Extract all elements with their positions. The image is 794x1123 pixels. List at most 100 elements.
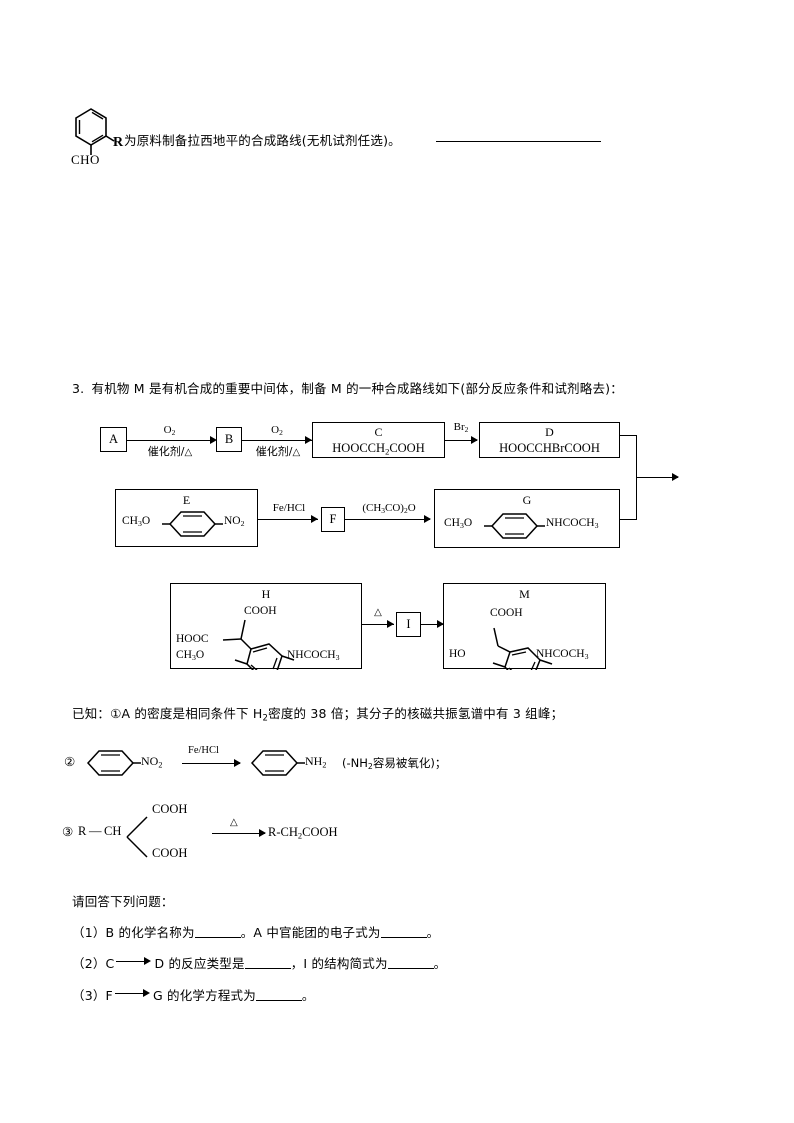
known-item-3-reagent: △ (230, 817, 238, 828)
arrow-e-to-f-above: Fe/HCl (258, 502, 320, 514)
scheme-box-I-letter: I (406, 617, 411, 631)
benzene-ring-cho-icon (75, 108, 115, 155)
question-2-blank-1[interactable] (244, 968, 291, 969)
question-1-mid: 。A 中官能团的电子式为 (240, 925, 381, 940)
arrow-c-to-d-head (471, 436, 478, 444)
known-item-1-sub: 2 (262, 713, 269, 724)
scheme-box-H-left-group: HOOC (176, 633, 209, 645)
arrow-a-to-b-below: 催化剂/△ (123, 443, 217, 459)
known-item-2-note: (-NH2容易被氧化)； (342, 756, 447, 772)
arrow-c-to-d-line (445, 440, 477, 441)
question-2-arrow (114, 957, 154, 968)
question-3-blank-1[interactable] (255, 1000, 302, 1001)
known-item-2-left-group: NO2 (141, 754, 163, 770)
scheme-box-M-top-group: COOH (490, 607, 523, 619)
benzene-ring-G-icon (484, 513, 545, 539)
question-2-blank-2[interactable] (387, 968, 434, 969)
scheme-box-C-letter: C (374, 425, 383, 439)
question3-stem-wrap: 3. 有机物 M 是有机合成的重要中间体，制备 M 的一种合成路线如下(部分反应… (72, 378, 623, 397)
arrow-a-to-b-head (210, 436, 217, 444)
arrow-e-to-f-line (258, 519, 318, 520)
merge-out-arrow-head (672, 473, 679, 481)
known-item-3-dash: — (89, 824, 102, 838)
scheme-box-M-letter: M (519, 587, 530, 601)
reagent-o2-2: O2 (271, 424, 283, 438)
scheme-box-A: A (100, 427, 127, 452)
scheme-box-E-left-group: CH3O (122, 515, 151, 529)
question-3-arrowto: G 的化学方程式为 (152, 988, 256, 1003)
scheme-box-I: I (396, 612, 421, 637)
scheme-box-C: C HOOCCH2COOH (312, 422, 445, 458)
scheme-box-D-letter: D (545, 425, 554, 439)
question-3-suffix: 。 (301, 988, 315, 1003)
top-line-answer-blank[interactable] (436, 129, 601, 142)
benzene-ring-nitro-icon (86, 750, 141, 776)
scheme-box-D-formula: HOOCCHBrCOOH (499, 441, 600, 455)
question-3: （3）F G 的化学方程式为 。 (72, 985, 315, 1004)
scheme-box-A-letter: A (108, 432, 119, 446)
scheme-box-H: H COOH HOOC CH3O NHCOCH3 (170, 583, 362, 670)
top-structure-r-label: R (113, 135, 124, 150)
arrow-b-to-c-above: O2 (242, 424, 312, 437)
question-1-suffix: 。 (426, 925, 440, 940)
arrow-f-to-g-line (345, 519, 430, 520)
scheme-box-F-letter: F (329, 512, 337, 526)
scheme-box-G-letter: G (522, 493, 532, 507)
question3-stem: 有机物 M 是有机合成的重要中间体，制备 M 的一种合成路线如下(部分反应条件和… (91, 381, 623, 396)
scheme-box-G-left-group: CH3O (444, 517, 473, 531)
scheme-box-M-ring-left: HO (449, 648, 466, 660)
scheme-box-H-top-group: COOH (244, 605, 277, 617)
scheme-box-M: M COOH HO NHCOCH3 (443, 583, 606, 670)
reagent-br2: Br2 (453, 421, 469, 435)
arrow-i-to-m-head (437, 620, 444, 628)
top-structure: R CHO (66, 100, 128, 172)
known-item-2-arrow-head (234, 759, 241, 767)
known-item-2-marker: ② (64, 754, 76, 769)
scheme-box-B: B (216, 427, 242, 452)
question3-number: 3. (72, 381, 85, 396)
question-3-prefix: （3）F (72, 988, 113, 1003)
arrow-h-to-i-head (387, 620, 394, 628)
scheme-box-E-letter: E (182, 493, 191, 507)
top-line-text: 为原料制备拉西地平的合成路线(无机试剂任选)。 (124, 133, 401, 148)
scheme-box-E-right-group: NO2 (224, 515, 245, 529)
scheme-box-M-ring-right: NHCOCH3 (536, 648, 589, 662)
scheme-box-E: E CH3O NO2 (115, 489, 258, 547)
known-item-3-arrow-head (259, 829, 266, 837)
reagent-fe-hcl-1: Fe/HCl (272, 502, 306, 514)
known-item-1: 已知：①A 的密度是相同条件下 H2密度的 38 倍；其分子的核磁共振氢谱中有 … (72, 703, 563, 723)
reagent-catalyst-2: 催化剂/△ (255, 445, 301, 458)
questions-heading: 请回答下列问题： (72, 894, 174, 909)
question-2-prefix: （2）C (72, 956, 115, 971)
question-1-prefix: （1）B 的化学名称为 (72, 925, 195, 940)
scheme-box-F: F (321, 507, 345, 532)
question-2-suffix: 。 (433, 956, 447, 971)
known-item-3-r: R (78, 824, 87, 838)
top-structure-cho-label: CHO (71, 152, 100, 167)
benzene-ring-E-icon (162, 511, 223, 537)
structure-M-skeleton-icon (492, 627, 553, 670)
scheme-box-G-right-group: NHCOCH3 (546, 517, 599, 531)
benzene-ring-aniline-icon (250, 750, 305, 776)
arrow-f-to-g-head (424, 515, 431, 523)
reagent-catalyst-1: 催化剂/△ (147, 445, 193, 458)
structure-H-skeleton-icon (222, 619, 295, 670)
known-item-2-arrow-line (182, 763, 240, 764)
scheme-box-D: D HOOCCHBrCOOH (479, 422, 620, 458)
reagent-acetic-anhydride: (CH3CO)2O (362, 502, 416, 516)
merge-out-line (636, 477, 678, 478)
question-3-arrow (113, 989, 153, 1000)
arrow-b-to-c-head (305, 436, 312, 444)
merge-line-from-d (620, 435, 637, 436)
reagent-o2-1: O2 (163, 424, 176, 438)
known-item-3-marker: ③ (62, 824, 74, 839)
arrow-a-to-b-above: O2 (127, 424, 212, 437)
question-2-arrowto: D 的反应类型是 (154, 956, 245, 971)
scheme-box-H-ring-right: NHCOCH3 (287, 649, 340, 663)
arrow-c-to-d-above: Br2 (443, 421, 479, 434)
malonic-branch-icon (126, 816, 148, 858)
known-item-1-mid: 密度的 38 倍；其分子的核磁共振氢谱中有 3 组峰； (268, 706, 564, 721)
question-1-blank-1[interactable] (194, 937, 241, 938)
question-1-blank-2[interactable] (380, 937, 427, 938)
